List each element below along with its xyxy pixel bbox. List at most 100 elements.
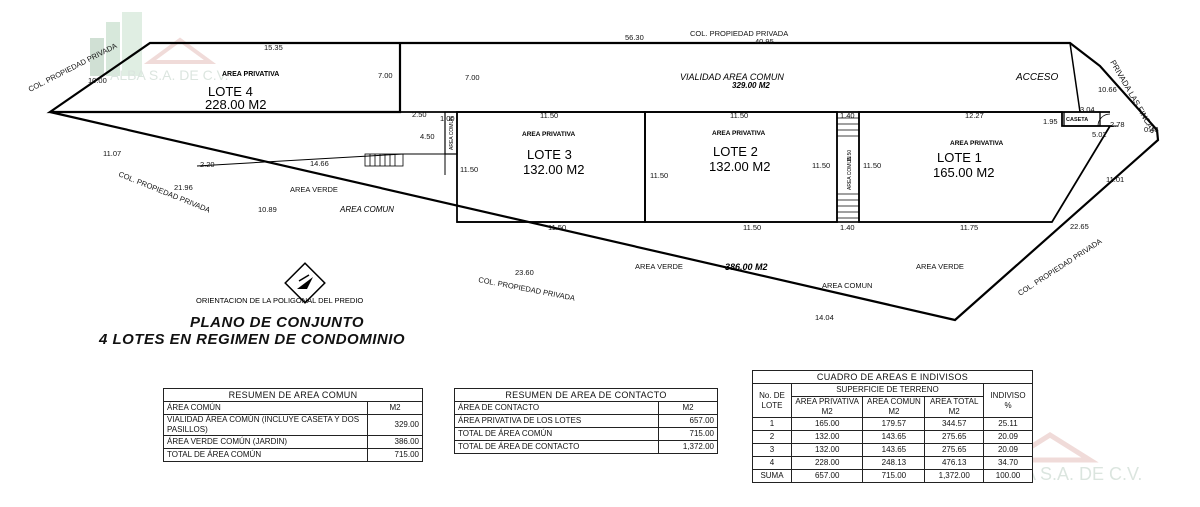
table-row: VIALIDAD ÁREA COMÚN (INCLUYE CASETA Y DO… bbox=[163, 414, 423, 436]
dim-1-40-bot: 1.40 bbox=[840, 223, 855, 232]
resumen-comun-row-label: VIALIDAD ÁREA COMÚN (INCLUYE CASETA Y DO… bbox=[163, 414, 368, 436]
col-propiedad-right: COL. PROPIEDAD PRIVADA bbox=[1016, 237, 1103, 298]
dim-11-50-l3-top: 11.50 bbox=[540, 111, 558, 120]
cuadro-col-no-lote: No. DE LOTE bbox=[752, 383, 792, 418]
orientation-label: ORIENTACION DE LA POLIGONAL DEL PREDIO bbox=[196, 296, 363, 305]
dim-56-30: 56.30 bbox=[625, 33, 644, 42]
dim-0-43: 0.43 bbox=[1144, 125, 1159, 134]
table-row: 1 165.00 179.57 344.57 25.11 bbox=[752, 417, 1033, 431]
table-row: ÁREA PRIVATIVA DE LOS LOTES 657.00 bbox=[454, 414, 718, 428]
dim-12-27: 12.27 bbox=[965, 111, 984, 120]
area-verde-top-edge bbox=[196, 153, 404, 167]
dim-4-50: 4.50 bbox=[420, 132, 435, 141]
dim-14-04: 14.04 bbox=[815, 313, 834, 322]
area-comun-bottom: AREA COMUN bbox=[822, 281, 872, 290]
resumen-contacto-row-value: 1,372.00 bbox=[658, 440, 718, 454]
dim-11-50-l2-top: 11.50 bbox=[730, 111, 748, 120]
resumen-contacto-row-label: ÁREA PRIVATIVA DE LOS LOTES bbox=[454, 414, 659, 428]
cuadro-cell-indiviso: 100.00 bbox=[983, 469, 1033, 483]
dim-1-00: 1.00 bbox=[440, 114, 455, 123]
dim-11-50-l2-bot: 11.50 bbox=[743, 223, 761, 232]
plan-title-line2: 4 LOTES EN REGIMEN DE CONDOMINIO bbox=[99, 331, 406, 348]
resumen-comun-row-value: 715.00 bbox=[367, 448, 423, 462]
col-propiedad-topleft: COL. PROPIEDAD PRIVADA bbox=[27, 41, 119, 94]
resumen-contacto-row-value: 715.00 bbox=[658, 427, 718, 441]
resumen-area-comun-title: RESUMEN DE AREA COMUN bbox=[163, 388, 423, 402]
resumen-contacto-header-unit: M2 bbox=[658, 401, 718, 415]
table-row: TOTAL DE ÁREA COMÚN 715.00 bbox=[163, 448, 423, 462]
lote-4-privativa: AREA PRIVATIVA bbox=[222, 71, 279, 78]
cuadro-cell-indiviso: 20.09 bbox=[983, 443, 1033, 457]
resumen-comun-header-label: ÁREA COMÚN bbox=[163, 401, 368, 415]
plan-title-line1: PLANO DE CONJUNTO bbox=[190, 314, 365, 331]
table-row: 3 132.00 143.65 275.65 20.09 bbox=[752, 443, 1033, 457]
lote-1-label: AREA PRIVATIVA LOTE 1 165.00 M2 bbox=[933, 140, 1004, 180]
north-arrow-icon bbox=[284, 262, 326, 304]
dim-10-89: 10.89 bbox=[258, 205, 277, 214]
dim-1-95: 1.95 bbox=[1043, 117, 1058, 126]
cuadro-cell-total: 344.57 bbox=[924, 417, 984, 431]
dim-23-60: 23.60 bbox=[515, 268, 534, 277]
resumen-comun-row-value: 386.00 bbox=[367, 435, 423, 449]
lote-3-name: LOTE 3 bbox=[527, 147, 572, 162]
stairs-left bbox=[364, 153, 404, 167]
dimension-labels: 15.35 56.30 40.95 10.00 7.00 7.00 10.66 … bbox=[88, 33, 1159, 322]
resumen-area-comun-table: RESUMEN DE AREA COMUN ÁREA COMÚN M2 VIAL… bbox=[163, 388, 423, 462]
resumen-contacto-row-label: TOTAL DE ÁREA DE CONTACTO bbox=[454, 440, 659, 454]
lote-1-area: 165.00 M2 bbox=[933, 165, 994, 180]
resumen-comun-row-label: ÁREA VERDE COMÚN (JARDIN) bbox=[163, 435, 368, 449]
col-propiedad-bottom: COL. PROPIEDAD PRIVADA bbox=[478, 275, 576, 303]
cuadro-cell-comun: 143.65 bbox=[862, 443, 926, 457]
dim-11-50-pasillo: 11.50 bbox=[847, 150, 853, 162]
cuadro-cell-privativa: 132.00 bbox=[790, 443, 864, 457]
lote-3-label: AREA PRIVATIVA LOTE 3 132.00 M2 bbox=[522, 131, 584, 177]
table-row: 2 132.00 143.65 275.65 20.09 bbox=[752, 430, 1033, 444]
cuadro-cell-total: 476.13 bbox=[924, 456, 984, 470]
cuadro-areas-table: CUADRO DE AREAS E INDIVISOS No. DE LOTE … bbox=[752, 370, 1033, 483]
watermark-text-left: ALBA S.A. DE C.V. bbox=[110, 67, 229, 83]
cuadro-cell-privativa: 132.00 bbox=[790, 430, 864, 444]
dim-10-00: 10.00 bbox=[88, 76, 107, 85]
area-comun-left: AREA COMUN bbox=[339, 205, 394, 214]
dim-11-50-l2-right: 11.50 bbox=[812, 161, 830, 170]
acceso-label: ACCESO bbox=[1015, 72, 1058, 83]
lote-4-name: LOTE 4 bbox=[208, 84, 253, 99]
resumen-contacto-row-value: 657.00 bbox=[658, 414, 718, 428]
dim-7-00a: 7.00 bbox=[378, 71, 393, 80]
dim-40-95: 40.95 bbox=[755, 37, 774, 46]
cuadro-col-indiviso: INDIVISO % bbox=[983, 383, 1033, 418]
pasillo-central-label: AREA COMUN bbox=[847, 156, 853, 190]
area-verde-center: AREA VERDE bbox=[635, 262, 683, 271]
cuadro-col-comun: AREA COMUN M2 bbox=[862, 396, 926, 418]
dim-11-75: 11.75 bbox=[960, 223, 978, 232]
col-propiedad-left: COL. PROPIEDAD PRIVADA bbox=[117, 170, 211, 215]
dim-5-02: 5.02 bbox=[1092, 130, 1107, 139]
lote-1-name: LOTE 1 bbox=[937, 150, 982, 165]
dim-11-50-l2-left: 11.50 bbox=[650, 171, 668, 180]
lote-2-name: LOTE 2 bbox=[713, 144, 758, 159]
dim-7-00b: 7.00 bbox=[465, 73, 480, 82]
cuadro-cell-total: 1,372.00 bbox=[924, 469, 984, 483]
cuadro-cell-total: 275.65 bbox=[924, 443, 984, 457]
lote-4-area: 228.00 M2 bbox=[205, 97, 266, 112]
dim-15-35: 15.35 bbox=[264, 43, 283, 52]
vialidad-area: 329.00 M2 bbox=[732, 81, 770, 90]
cuadro-cell-indiviso: 34.70 bbox=[983, 456, 1033, 470]
dim-2-78: 2.78 bbox=[1110, 120, 1125, 129]
dim-22-65: 22.65 bbox=[1070, 222, 1089, 231]
stairs-central bbox=[837, 117, 859, 219]
lote-4-label: AREA PRIVATIVA LOTE 4 228.00 M2 bbox=[205, 71, 279, 112]
table-row: 4 228.00 248.13 476.13 34.70 bbox=[752, 456, 1033, 470]
cuadro-cell-comun: 715.00 bbox=[862, 469, 926, 483]
cuadro-cell-privativa: 228.00 bbox=[790, 456, 864, 470]
table-row-suma: SUMA 657.00 715.00 1,372.00 100.00 bbox=[752, 469, 1033, 483]
cuadro-cell-indiviso: 25.11 bbox=[983, 417, 1033, 431]
lote-2-privativa: AREA PRIVATIVA bbox=[712, 130, 766, 137]
dim-11-07: 11.07 bbox=[103, 149, 121, 158]
dim-11-01: 11.01 bbox=[1106, 175, 1124, 184]
lote-3-area: 132.00 M2 bbox=[523, 162, 584, 177]
cuadro-areas-title: CUADRO DE AREAS E INDIVISOS bbox=[752, 370, 1033, 384]
resumen-comun-row-value: 329.00 bbox=[367, 414, 423, 436]
table-row: ÁREA VERDE COMÚN (JARDIN) 386.00 bbox=[163, 435, 423, 449]
vialidad-right-edge bbox=[1069, 42, 1081, 113]
